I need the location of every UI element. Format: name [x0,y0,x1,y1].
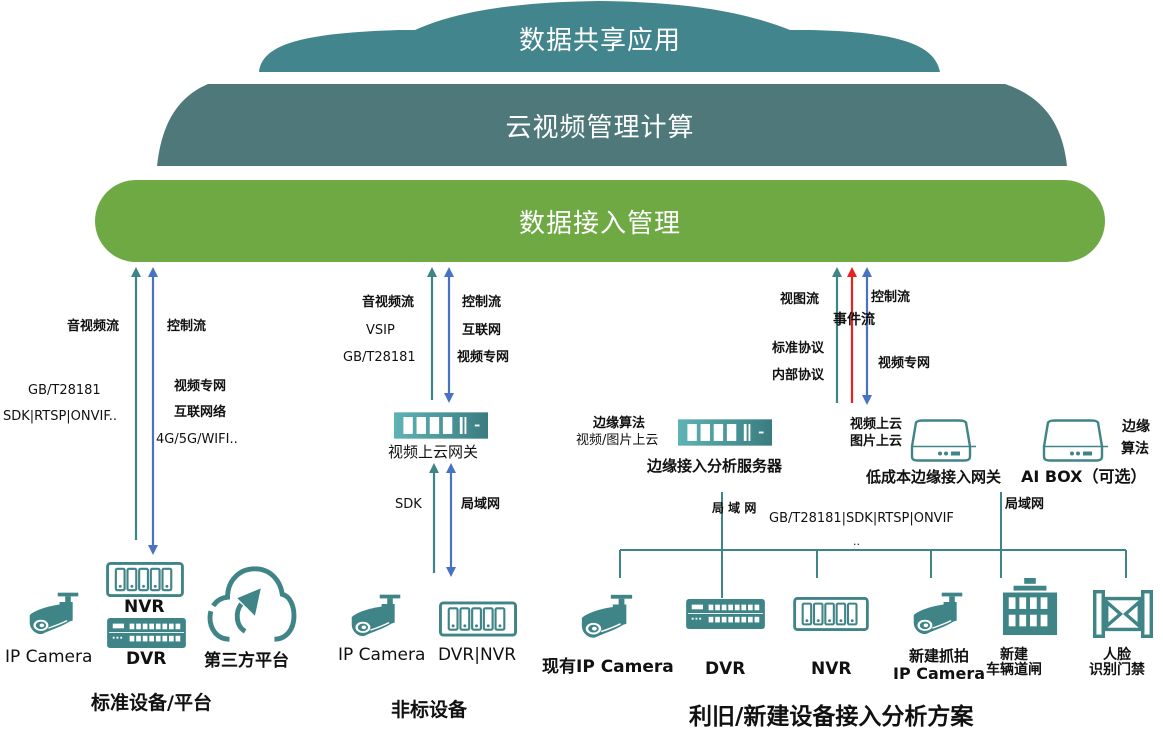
right-protocol-2: 内部协议 [772,368,825,383]
ai-box-icon [1042,419,1108,462]
right-view-stream-label: 视图流 [780,292,820,307]
layer-title-data-sharing: 数据共享应用 [518,26,681,56]
right-dvr-icon [685,599,766,629]
low-cost-gateway-label: 低成本边缘接入网关 [866,468,1002,486]
vehicle-barrier-icon [1002,578,1058,636]
edge-server-icon [678,419,772,446]
device-label-line: 新建 [1000,647,1028,663]
middle-network-2: 视频专网 [457,350,510,365]
video-cloud-gateway-label: 视频上云网关 [388,443,479,461]
left-network-3: 4G/5G/WIFI.. [156,432,238,447]
device-label-line: 车辆道闸 [986,662,1042,679]
device-nvr-label: NVR [811,660,851,679]
device-face-gate-label: 人脸 识别门禁 [1089,647,1145,679]
middle-down-label: 控制流 [462,295,502,310]
left-down-label: 控制流 [167,319,207,334]
middle-up-label: 音视频流 [362,295,415,310]
device-existing-ip-camera-label: 现有IP Camera [542,658,674,677]
left-group-title: 标准设备/平台 [91,692,212,714]
existing-ip-camera-icon [581,594,633,639]
right-event-stream-label: 事件流 [833,312,875,328]
right-protocol-1: 标准协议 [772,341,825,356]
third-party-cloud-icon [210,569,294,639]
device-label-line: 现有IP Camera [542,657,674,677]
bus-more-label: .. [853,535,860,548]
ai-box-feature-1: 边缘 [1122,419,1150,435]
ai-box-feature-2: 算法 [1121,441,1149,457]
low-cost-gateway-feature-1: 视频上云 [850,417,903,432]
left-ip-camera-label: IP Camera [5,647,93,667]
device-label-line: NVR [811,659,852,679]
middle-lan-label: 局域网 [461,497,501,512]
device-dvr-label: DVR [705,660,745,679]
left-up-label: 音视频流 [67,319,120,334]
device-label-line: 识别门禁 [1089,662,1145,679]
layer-title-cloud-video-compute: 云视频管理计算 [505,113,695,143]
left-dvr-icon [106,618,187,648]
device-label-line: 人脸 [1103,647,1131,663]
device-label-line: DVR [705,659,746,679]
left-nvr-label: NVR [124,597,165,617]
top-layer-cloud [259,1,940,72]
middle-protocol-2: GB/T28181 [343,350,416,365]
device-vehicle-barrier-label: 新建 车辆道闸 [986,647,1042,679]
middle-ip-camera-icon [351,594,401,637]
bus-protocol-label: GB/T28181|SDK|RTSP|ONVIF [769,511,954,526]
access-layer-bar [95,180,1105,262]
right-group-title: 利旧/新建设备接入分析方案 [689,704,974,730]
device-new-capture-camera-label: 新建抓拍 IP Camera [893,648,985,682]
new-capture-camera-icon [913,592,963,635]
left-network-2: 互联网络 [174,405,227,420]
layer-title-data-access: 数据接入管理 [518,209,681,239]
device-label-line: IP Camera [893,663,985,683]
middle-layer-cloud [157,84,1067,166]
video-cloud-gateway-icon [394,412,488,439]
low-cost-gateway-feature-2: 图片上云 [850,434,903,449]
face-access-gate-icon [1092,590,1154,638]
right-nvr-icon [793,597,869,631]
middle-dvr-nvr-icon [439,601,517,637]
middle-sdk-label: SDK [395,497,422,512]
middle-network-1: 互联网 [462,323,502,338]
low-cost-gateway-icon [910,419,976,462]
device-label-line: 新建抓拍 [908,647,969,665]
lan-bus [619,492,1127,598]
middle-group-title: 非标设备 [391,699,468,721]
edge-server-feature-2: 视频/图片上云 [576,433,659,448]
left-network-1: 视频专网 [174,379,227,394]
middle-protocol-1: VSIP [366,323,395,338]
right-lan-left-label: 局 域 网 [712,501,757,515]
middle-dvr-nvr-label: DVR|NVR [438,645,517,665]
left-protocol-2: SDK|RTSP|ONVIF.. [3,409,118,424]
left-protocol-1: GB/T28181 [28,383,101,398]
edge-server-feature-1: 边缘算法 [593,416,646,431]
third-party-label: 第三方平台 [204,651,289,671]
edge-server-label: 边缘接入分析服务器 [647,457,783,475]
ai-box-label: AI BOX（可选） [1021,467,1147,486]
right-network-label: 视频专网 [878,356,931,371]
left-dvr-label: DVR [126,649,167,669]
left-nvr-icon [106,562,184,597]
right-lan-right-label: 局域网 [1005,497,1045,512]
middle-ip-camera-label: IP Camera [338,645,426,665]
right-control-stream-label: 控制流 [871,290,911,305]
left-ip-camera-icon [29,592,79,635]
